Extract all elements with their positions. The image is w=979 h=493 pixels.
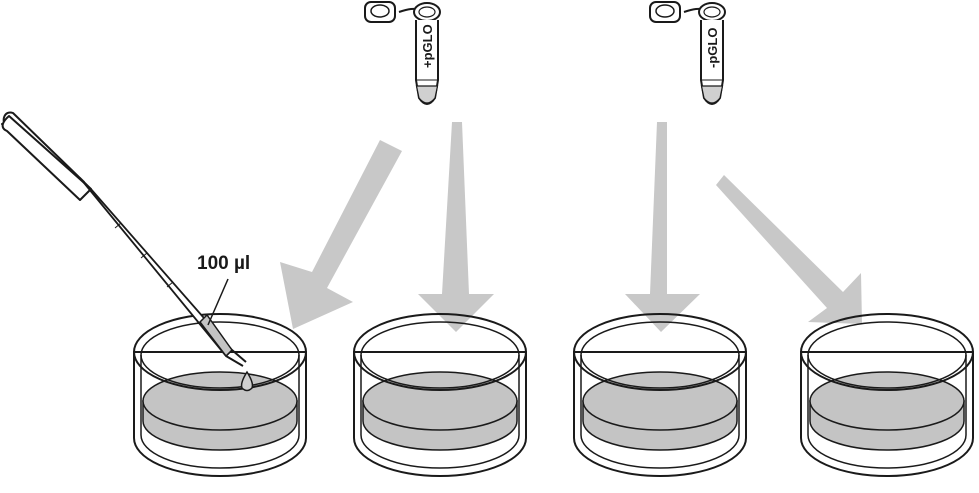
petri-dish-3	[573, 313, 747, 477]
arrow-minus-to-plate-4	[716, 175, 862, 324]
transfer-pipette: 100 µl	[1, 111, 254, 392]
tube-label-minus-pglo: -pGLO	[705, 28, 720, 68]
liquid-droplet	[240, 370, 254, 392]
petri-dish-4	[800, 313, 974, 477]
volume-leader-line	[207, 278, 229, 326]
tube-plus-pglo: +pGLO	[364, 1, 441, 105]
tube-minus-pglo: -pGLO	[649, 1, 726, 105]
transfer-arrows	[280, 122, 862, 332]
arrow-plus-to-plate-1	[280, 140, 402, 329]
tube-label-plus-pglo: +pGLO	[420, 24, 435, 68]
petri-dish-2	[353, 313, 527, 477]
volume-label: 100 µl	[197, 253, 250, 274]
arrow-plus-to-plate-2	[418, 122, 494, 332]
arrow-minus-to-plate-3	[625, 122, 700, 332]
